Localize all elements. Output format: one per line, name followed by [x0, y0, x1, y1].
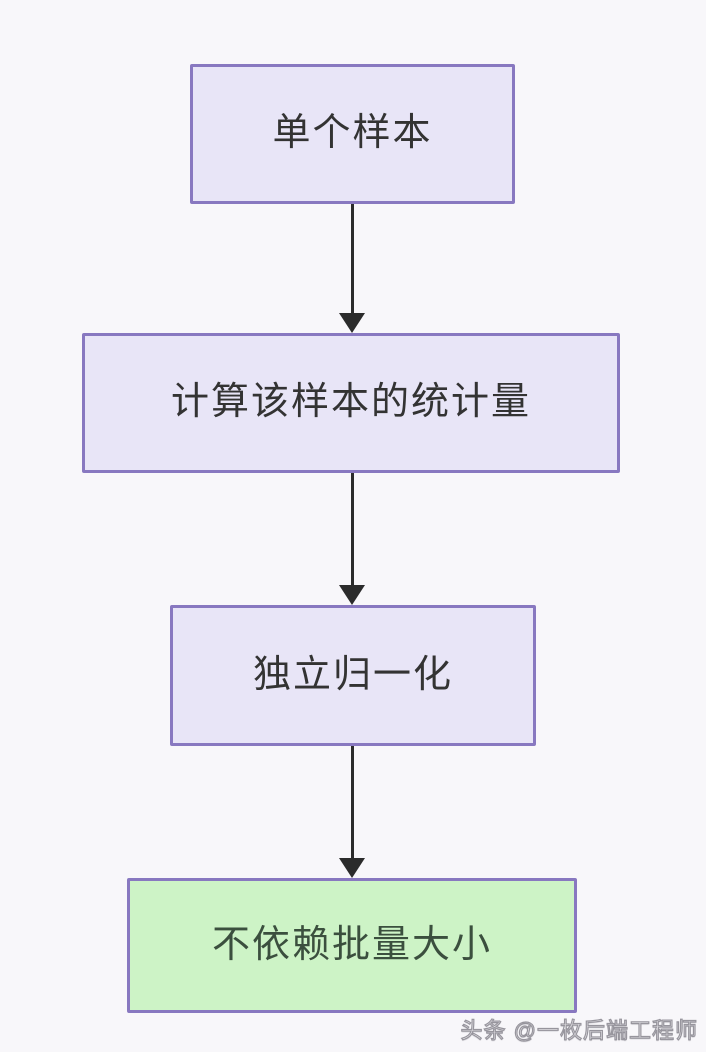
flow-node-label: 独立归一化	[252, 653, 453, 696]
flow-node-single-sample: 单个样本	[190, 64, 515, 204]
arrow-connector-2	[339, 473, 366, 605]
flow-node-label: 计算该样本的统计量	[170, 381, 531, 424]
arrow-line	[351, 473, 354, 588]
flow-node-label: 单个样本	[272, 112, 433, 155]
watermark: 头条 @一枚后端工程师	[460, 1013, 698, 1045]
arrowhead-down-icon	[339, 858, 365, 878]
flow-node-label: 不依赖批量大小	[211, 923, 492, 966]
watermark-text: 头条 @一枚后端工程师	[460, 1017, 698, 1043]
flow-node-compute-statistics: 计算该样本的统计量	[82, 333, 620, 473]
arrow-line	[351, 746, 354, 861]
arrowhead-down-icon	[339, 585, 365, 605]
arrow-line	[351, 204, 354, 316]
arrowhead-down-icon	[339, 313, 365, 333]
flow-node-batch-size-independent: 不依赖批量大小	[127, 878, 577, 1013]
arrow-connector-1	[339, 204, 366, 333]
arrow-connector-3	[339, 746, 366, 878]
flow-node-independent-normalization: 独立归一化	[170, 605, 536, 746]
